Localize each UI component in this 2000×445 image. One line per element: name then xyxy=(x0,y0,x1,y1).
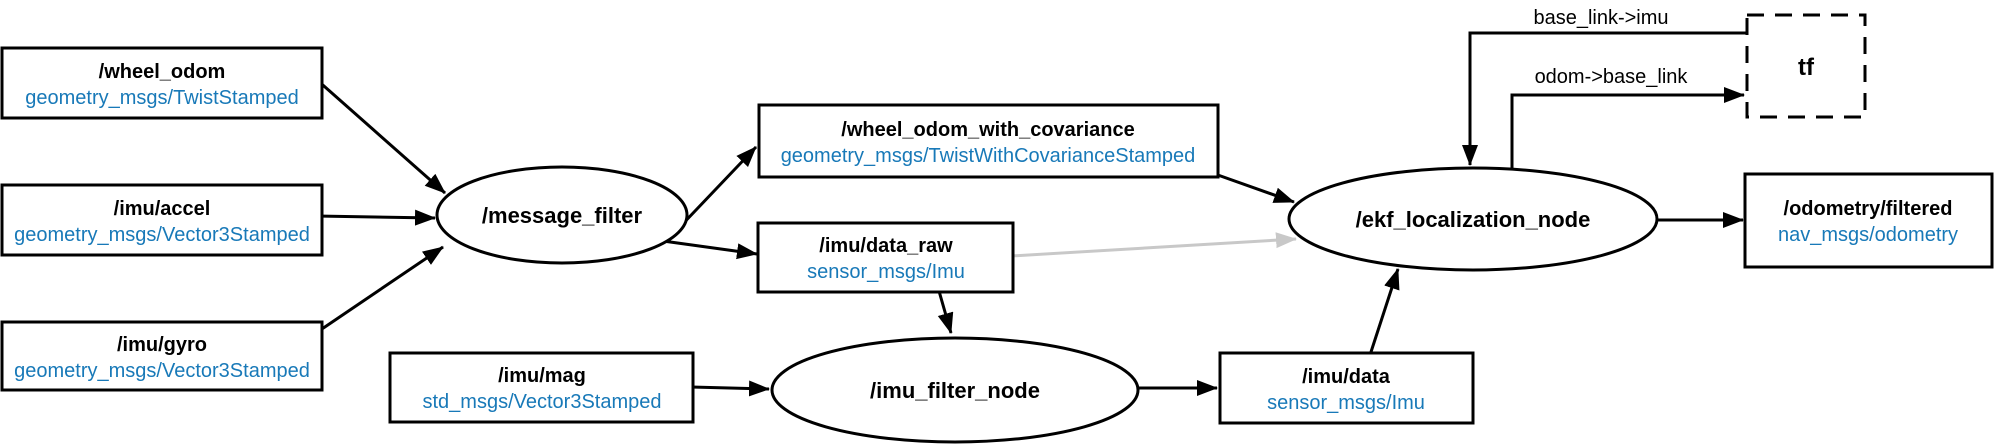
topic-name: /imu/data_raw xyxy=(819,235,953,257)
edge-message-filter-to-wheel-odom-with-covariance xyxy=(674,145,758,233)
topic-name: /imu/data xyxy=(1302,366,1391,388)
topic-box xyxy=(757,103,1220,179)
edge-imu-mag-to-imu-filter-node xyxy=(690,380,770,397)
topic-node-wheel-odom-with-covariance: /wheel_odom_with_covariance geometry_msg… xyxy=(757,103,1220,179)
edge-message-filter-to-imu-data-raw xyxy=(662,239,758,260)
node-name: /imu_filter_node xyxy=(870,378,1040,403)
topic-box xyxy=(1218,351,1475,425)
topic-type: nav_msgs/odometry xyxy=(1778,224,1958,246)
topic-name: /odometry/filtered xyxy=(1784,198,1953,220)
node-ellipse xyxy=(1287,166,1659,272)
topic-box xyxy=(0,183,324,257)
edge-imu-data-to-ekf xyxy=(1368,268,1400,356)
topic-type: geometry_msgs/Vector3Stamped xyxy=(14,360,310,382)
topic-type: sensor_msgs/Imu xyxy=(807,261,965,283)
topic-type: geometry_msgs/TwistStamped xyxy=(25,87,298,109)
node-ellipse xyxy=(770,336,1140,444)
topic-type: geometry_msgs/Vector3Stamped xyxy=(14,224,310,246)
tf-label: tf xyxy=(1798,54,1815,81)
topic-type: std_msgs/Vector3Stamped xyxy=(422,391,661,413)
topic-node-imu-data: /imu/data sensor_msgs/Imu xyxy=(1218,351,1475,425)
topic-name: /wheel_odom_with_covariance xyxy=(841,119,1134,141)
topic-box xyxy=(388,351,695,424)
node-ellipse xyxy=(435,165,689,265)
topic-box xyxy=(1743,172,1994,269)
edge-wheel-odom-with-covariance-to-ekf xyxy=(1214,172,1295,204)
ros-node-message-filter: /message_filter xyxy=(435,165,689,265)
ros-node-ekf-localization-node: /ekf_localization_node xyxy=(1287,166,1659,272)
topic-node-imu-gyro: /imu/gyro geometry_msgs/Vector3Stamped xyxy=(0,320,324,392)
edges-layer: base_link->imu odom->base_link xyxy=(315,7,1749,397)
ros-node-imu-filter-node: /imu_filter_node xyxy=(770,336,1140,444)
edge-imu-accel-to-message-filter xyxy=(315,209,436,226)
node-name: /ekf_localization_node xyxy=(1356,207,1591,232)
topic-box xyxy=(0,46,324,120)
edge-imu-data-raw-to-ekf-inactive xyxy=(1010,232,1297,258)
nodes-layer: /wheel_odom geometry_msgs/TwistStamped /… xyxy=(0,13,1994,444)
topic-node-imu-data-raw: /imu/data_raw sensor_msgs/Imu xyxy=(756,221,1015,294)
topic-node-wheel-odom: /wheel_odom geometry_msgs/TwistStamped xyxy=(0,46,324,120)
tf-broadcast-node: tf xyxy=(1745,13,1867,119)
edge-tf-to-ekf-base-link-imu xyxy=(1462,31,1749,166)
topic-node-imu-accel: /imu/accel geometry_msgs/Vector3Stamped xyxy=(0,183,324,257)
topic-name: /imu/mag xyxy=(498,365,586,387)
topic-name: /imu/gyro xyxy=(117,334,207,356)
topic-name: /imu/accel xyxy=(114,198,211,220)
topic-node-odometry-filtered: /odometry/filtered nav_msgs/odometry xyxy=(1743,172,1994,269)
topic-box xyxy=(756,221,1015,294)
edge-wheel-odom-to-message-filter xyxy=(315,77,446,195)
edge-imu-gyro-to-message-filter xyxy=(315,245,444,335)
topic-type: geometry_msgs/TwistWithCovarianceStamped xyxy=(781,145,1196,167)
edge-imu-data-raw-to-imu-filter-node xyxy=(937,290,954,334)
edge-label-base-link-imu: base_link->imu xyxy=(1533,7,1668,29)
topic-box xyxy=(0,320,324,392)
tf-box xyxy=(1745,13,1867,119)
topic-type: sensor_msgs/Imu xyxy=(1267,392,1425,414)
topic-node-imu-mag: /imu/mag std_msgs/Vector3Stamped xyxy=(388,351,695,424)
node-name: /message_filter xyxy=(482,203,643,228)
topic-name: /wheel_odom xyxy=(99,61,226,83)
edge-ekf-to-tf-odom-base-link xyxy=(1510,87,1745,172)
edge-label-odom-base-link: odom->base_link xyxy=(1535,66,1689,88)
